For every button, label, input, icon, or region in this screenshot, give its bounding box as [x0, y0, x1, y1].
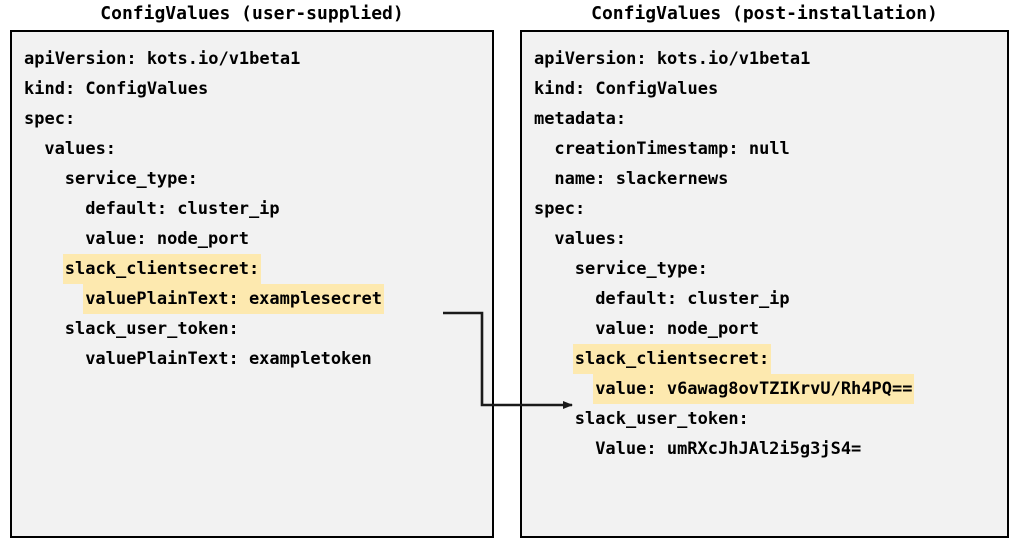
code-line-text: creationTimestamp: null: [554, 139, 790, 159]
code-line: kind: ConfigValues: [532, 74, 1007, 104]
code-line: spec:: [22, 104, 492, 134]
panel-title-user-supplied: ConfigValues (user-supplied): [100, 3, 404, 24]
code-line-text: apiVersion: kots.io/v1beta1: [24, 49, 301, 69]
code-line: value: v6awag8ovTZIKrvU/Rh4PQ==: [532, 374, 1007, 404]
code-line-text: kind: ConfigValues: [24, 79, 209, 99]
code-line-text: service_type:: [574, 259, 708, 279]
code-line: name: slackernews: [532, 164, 1007, 194]
code-line-text: valuePlainText: examplesecret: [83, 284, 384, 314]
code-line: default: cluster_ip: [22, 194, 492, 224]
code-line: service_type:: [22, 164, 492, 194]
code-line-text: service_type:: [64, 169, 198, 189]
code-line-text: value: v6awag8ovTZIKrvU/Rh4PQ==: [593, 374, 915, 404]
code-line-text: default: cluster_ip: [595, 289, 790, 309]
code-line-text: slack_user_token:: [574, 409, 749, 429]
code-line-text: value: node_port: [595, 319, 759, 339]
code-line: slack_user_token:: [22, 314, 492, 344]
code-line-text: apiVersion: kots.io/v1beta1: [534, 49, 811, 69]
code-line: Value: umRXcJhJAl2i5g3jS4=: [532, 434, 1007, 464]
code-lines-user-supplied: apiVersion: kots.io/v1beta1 kind: ConfigV…: [12, 44, 492, 374]
panel-title-post-installation: ConfigValues (post-installation): [591, 3, 938, 24]
code-line: apiVersion: kots.io/v1beta1: [22, 44, 492, 74]
code-line: value: node_port: [22, 224, 492, 254]
code-line-text: valuePlainText: exampletoken: [85, 349, 372, 369]
code-line-text: default: cluster_ip: [85, 199, 280, 219]
code-line: values:: [22, 134, 492, 164]
code-block-post-installation: apiVersion: kots.io/v1beta1 kind: ConfigV…: [520, 30, 1009, 538]
code-line: spec:: [532, 194, 1007, 224]
code-line-text: spec:: [534, 199, 586, 219]
code-line: slack_clientsecret:: [22, 254, 492, 284]
code-line-text: values:: [554, 229, 627, 249]
code-line-text: slack_user_token:: [64, 319, 239, 339]
code-line-text: values:: [44, 139, 117, 159]
code-line-text: spec:: [24, 109, 76, 129]
code-line: value: node_port: [532, 314, 1007, 344]
code-line-text: slack_clientsecret:: [62, 254, 262, 284]
code-block-user-supplied: apiVersion: kots.io/v1beta1 kind: ConfigV…: [10, 30, 494, 538]
code-line: slack_clientsecret:: [532, 344, 1007, 374]
code-line: kind: ConfigValues: [22, 74, 492, 104]
code-line-text: slack_clientsecret:: [572, 344, 772, 374]
code-line: valuePlainText: exampletoken: [22, 344, 492, 374]
code-line: slack_user_token:: [532, 404, 1007, 434]
code-line-text: Value: umRXcJhJAl2i5g3jS4=: [595, 439, 862, 459]
code-line-text: metadata:: [534, 109, 627, 129]
code-line: values:: [532, 224, 1007, 254]
code-line: service_type:: [532, 254, 1007, 284]
code-line-text: name: slackernews: [554, 169, 729, 189]
code-line: default: cluster_ip: [532, 284, 1007, 314]
code-line-text: value: node_port: [85, 229, 249, 249]
code-lines-post-installation: apiVersion: kots.io/v1beta1 kind: ConfigV…: [522, 44, 1007, 464]
panel-post-installation: ConfigValues (post-installation) apiVers…: [520, 0, 1009, 538]
code-line-text: kind: ConfigValues: [534, 79, 719, 99]
code-line: apiVersion: kots.io/v1beta1: [532, 44, 1007, 74]
code-line: creationTimestamp: null: [532, 134, 1007, 164]
code-line: metadata:: [532, 104, 1007, 134]
panel-user-supplied: ConfigValues (user-supplied) apiVersion:…: [10, 0, 494, 538]
code-line: valuePlainText: examplesecret: [22, 284, 492, 314]
